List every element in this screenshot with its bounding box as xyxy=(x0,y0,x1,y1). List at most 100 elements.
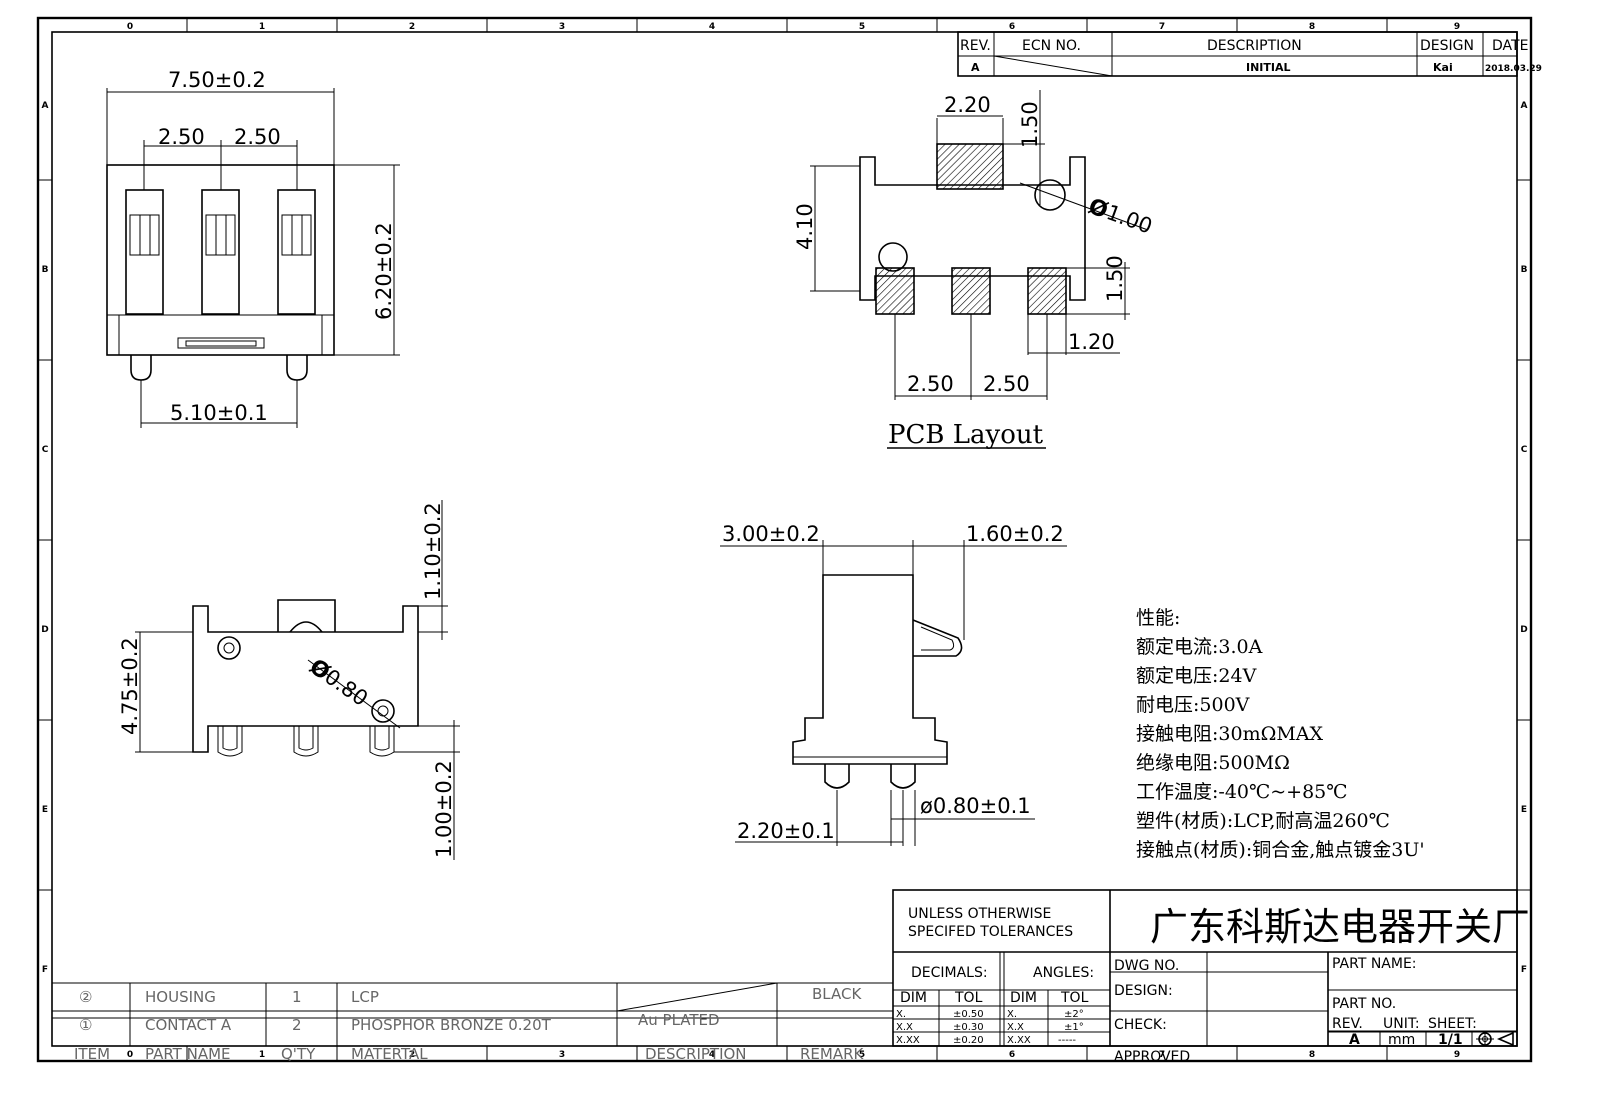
col-label: 7 xyxy=(1159,22,1165,32)
dec-dim: X.X xyxy=(896,1022,913,1033)
bom-material: PHOSPHOR BRONZE 0.20T xyxy=(351,1016,552,1034)
col-label: 0 xyxy=(127,1050,133,1060)
ang-dim: X.X xyxy=(1007,1022,1024,1033)
spec-line: 接触电阻:30mΩMAX xyxy=(1136,723,1324,745)
side-view: 1.10±0.2 4.75±0.2 Ø 0.80 1.00±0.2 xyxy=(118,500,460,860)
pcb-pad-width: 2.20 xyxy=(944,93,991,117)
rev-label: REV. xyxy=(1332,1016,1363,1032)
tolerance-note-1: UNLESS OTHERWISE xyxy=(908,906,1051,922)
front-spring-width: 1.60±0.2 xyxy=(966,522,1064,546)
dim-header: DIM xyxy=(900,990,927,1006)
ang-tol: ±1° xyxy=(1064,1022,1084,1033)
pcb-pad-height-bottom: 1.50 xyxy=(1103,255,1127,302)
sheet-label: SHEET: xyxy=(1428,1016,1477,1032)
col-label: 4 xyxy=(709,1050,715,1060)
col-label: 0 xyxy=(127,22,133,32)
col-label: 8 xyxy=(1309,1050,1315,1060)
col-label: 9 xyxy=(1454,1050,1460,1060)
front-post-spacing: 2.20±0.1 xyxy=(737,819,835,843)
rev-header: REV. xyxy=(960,38,991,54)
col-label: 3 xyxy=(559,1050,565,1060)
col-label: 8 xyxy=(1309,22,1315,32)
approved-label: APPROVED xyxy=(1114,1049,1190,1065)
col-label: 5 xyxy=(859,1050,865,1060)
col-label: 6 xyxy=(1009,1050,1015,1060)
top-view-height: 6.20±0.2 xyxy=(372,222,396,320)
row-label: C xyxy=(42,445,49,455)
bom-remark: BLACK xyxy=(812,985,862,1003)
bom-header-remark: REMARK xyxy=(800,1045,865,1063)
date-value: 2018.03.29 xyxy=(1485,64,1542,74)
side-bottom-height: 1.00±0.2 xyxy=(432,760,456,858)
col-label: 9 xyxy=(1454,22,1460,32)
col-label: 3 xyxy=(559,22,565,32)
dwg-no-label: DWG NO. xyxy=(1114,958,1179,974)
ang-tol: ±2° xyxy=(1064,1009,1084,1020)
decimals-label: DECIMALS: xyxy=(911,965,988,981)
sheet-value: 1/1 xyxy=(1438,1032,1463,1048)
specs-title: 性能: xyxy=(1136,607,1180,629)
bom-part: HOUSING xyxy=(145,988,216,1006)
top-view-pitch-right: 2.50 xyxy=(234,125,281,149)
col-label: 2 xyxy=(409,1050,415,1060)
spec-line: 塑件(材质):LCP,耐高温260℃ xyxy=(1136,810,1390,832)
ang-tol: ----- xyxy=(1058,1035,1076,1046)
col-label: 1 xyxy=(259,22,265,32)
company-name: 广东科斯达电器开关厂 xyxy=(1150,905,1530,949)
bom-header-qty: Q'TY xyxy=(281,1045,316,1063)
ecn-header: ECN NO. xyxy=(1022,38,1081,54)
tol-header: TOL xyxy=(1060,990,1089,1006)
row-label: F xyxy=(1521,965,1527,975)
description-value: INITIAL xyxy=(1246,61,1291,74)
spec-line: 耐电压:500V xyxy=(1136,694,1250,716)
top-view-pitch-left: 2.50 xyxy=(158,125,205,149)
pcb-pad-width-small: 1.20 xyxy=(1068,330,1115,354)
unit-label: UNIT: xyxy=(1383,1016,1420,1032)
projection-symbol-icon xyxy=(1476,1031,1514,1047)
bom-header-description: DESCRIPTION xyxy=(645,1045,747,1063)
row-label: A xyxy=(1521,101,1528,111)
dim-header: DIM xyxy=(1010,990,1037,1006)
description-header: DESCRIPTION xyxy=(1207,38,1302,54)
part-no-label: PART NO. xyxy=(1332,996,1396,1012)
pcb-pitch-left: 2.50 xyxy=(907,372,954,396)
bom-header-part: PART NAME xyxy=(145,1045,231,1063)
revision-block: REV. ECN NO. DESCRIPTION DESIGN DATE A I… xyxy=(957,31,1542,77)
col-label: 2 xyxy=(409,22,415,32)
row-label: D xyxy=(1520,625,1527,635)
spec-line: 额定电流:3.0A xyxy=(1136,636,1263,658)
dec-tol: ±0.20 xyxy=(953,1035,984,1046)
top-view-post-spacing: 5.10±0.1 xyxy=(170,401,268,425)
specs-block: 性能: 额定电流:3.0A 额定电压:24V 耐电压:500V 接触电阻:30m… xyxy=(1136,607,1425,861)
row-label: E xyxy=(1521,805,1527,815)
bom-item: ② xyxy=(79,988,92,1006)
pcb-hole-dia: 1.00 xyxy=(1103,200,1155,239)
tolerance-note-2: SPECIFED TOLERANCES xyxy=(908,924,1073,940)
part-name-label: PART NAME: xyxy=(1332,956,1417,972)
row-label: A xyxy=(42,101,49,111)
top-view: 7.50±0.2 2.50 2.50 6.20±0.2 5.10±0.1 xyxy=(106,68,400,428)
pcb-layout: 2.20 1.50 4.10 Ø 1.00 1.50 1.20 2.50 2.5… xyxy=(793,90,1155,450)
date-header: DATE xyxy=(1492,38,1528,54)
pcb-height: 4.10 xyxy=(793,203,817,250)
title-block: UNLESS OTHERWISE SPECIFED TOLERANCES DEC… xyxy=(892,889,1530,1065)
bom-part: CONTACT A xyxy=(145,1016,232,1034)
ang-dim: X.XX xyxy=(1007,1035,1031,1046)
spec-line: 接触点(材质):铜合金,触点镀金3U' xyxy=(1136,839,1425,861)
rev-value: A xyxy=(1349,1032,1360,1048)
spec-line: 绝缘电阻:500MΩ xyxy=(1136,752,1290,774)
row-label: B xyxy=(1521,265,1528,275)
spec-line: 额定电压:24V xyxy=(1136,665,1257,687)
col-label: 6 xyxy=(1009,22,1015,32)
col-label: 5 xyxy=(859,22,865,32)
front-view: 3.00±0.2 1.60±0.2 ø0.80±0.1 2.20±0.1 xyxy=(720,522,1067,846)
design-label: DESIGN: xyxy=(1114,983,1173,999)
rev-value: A xyxy=(971,61,980,74)
bom-material: LCP xyxy=(351,988,379,1006)
bom-header-material: MATERTAL xyxy=(351,1045,428,1063)
col-label: 7 xyxy=(1159,1050,1165,1060)
drawing-border: 0 1 2 3 4 5 6 7 8 9 0 1 2 3 4 5 6 7 8 9 … xyxy=(36,16,1533,1063)
dec-dim: X.XX xyxy=(896,1035,920,1046)
tol-header: TOL xyxy=(954,990,983,1006)
